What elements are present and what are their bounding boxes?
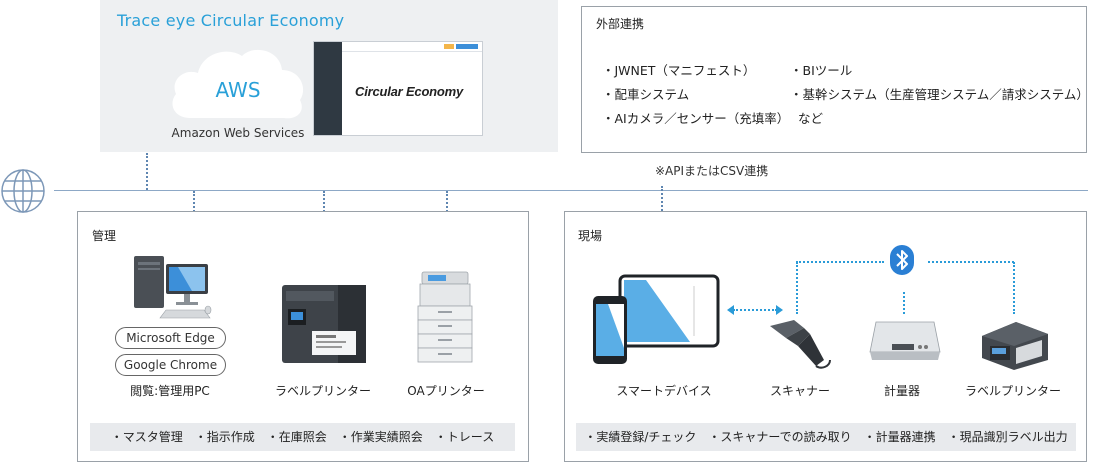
scale-icon (869, 321, 941, 360)
oa-printer-icon (417, 271, 473, 363)
bluetooth-icon (890, 245, 914, 275)
bt-link-right (928, 261, 1014, 263)
app-logo: Circular Economy (355, 84, 464, 99)
device-scanner-link (733, 309, 777, 311)
field-title: 現場 (578, 229, 603, 243)
browser-chrome: Google Chrome (115, 354, 226, 376)
field-printer-caption: ラベルプリンター (964, 384, 1061, 398)
network-line (54, 190, 1088, 191)
api-note: ※APIまたはCSV連携 (655, 164, 769, 178)
aws-label: AWS (215, 78, 261, 102)
scanner-icon (770, 320, 831, 369)
app-screenshot (313, 41, 483, 136)
external-title: 外部連携 (596, 17, 645, 31)
smart-device-caption: スマートデバイス (616, 384, 712, 398)
browser-edge: Microsoft Edge (115, 327, 226, 349)
aws-subtitle: Amazon Web Services (171, 126, 305, 140)
app-button-blue (456, 44, 478, 49)
management-functions: ・マスタ管理 ・指示作成 ・在庫照会 ・作業実績照会 ・トレース (90, 423, 515, 451)
cloud-icon (172, 49, 304, 119)
external-item-jwnet: ・JWNET（マニフェスト） (602, 63, 756, 78)
pc-icon (134, 256, 212, 319)
external-item-dispatch: ・配車システム (602, 87, 690, 102)
app-topbar (342, 42, 482, 52)
cloud-title: Trace eye Circular Economy (117, 11, 345, 30)
external-item-ai-camera: ・AIカメラ／センサー（充填率） (602, 111, 790, 126)
oa-printer-caption: OAプリンター (407, 384, 485, 398)
external-item-etc: など (798, 111, 824, 126)
smart-device-icon (593, 274, 720, 364)
app-sidebar (314, 42, 342, 135)
scale-caption: 計量器 (883, 384, 920, 398)
bt-link-printer (1013, 262, 1015, 314)
bidirectional-arrow-icon (727, 305, 783, 315)
label-printer-icon (282, 285, 366, 363)
field-functions: ・実績登録/チェック ・スキャナーでの読み取り ・計量器連携 ・現品識別ラベル出… (576, 423, 1076, 451)
mobile-printer-icon (982, 322, 1048, 370)
label-printer-caption: ラベルプリンター (274, 384, 371, 398)
globe-icon (1, 169, 45, 213)
app-button-orange (444, 44, 454, 49)
external-item-core-system: ・基幹システム（生産管理システム／請求システム） (790, 87, 1089, 102)
bt-link-left (796, 261, 884, 263)
external-panel (581, 6, 1087, 153)
scanner-caption: スキャナー (769, 384, 830, 398)
management-title: 管理 (92, 229, 117, 243)
bt-link-scanner (796, 262, 798, 314)
pc-caption: 閲覧:管理用PC (130, 384, 210, 398)
external-item-bi: ・BIツール (790, 63, 853, 78)
bt-link-scale (903, 292, 905, 314)
connector-cloud (146, 153, 148, 190)
